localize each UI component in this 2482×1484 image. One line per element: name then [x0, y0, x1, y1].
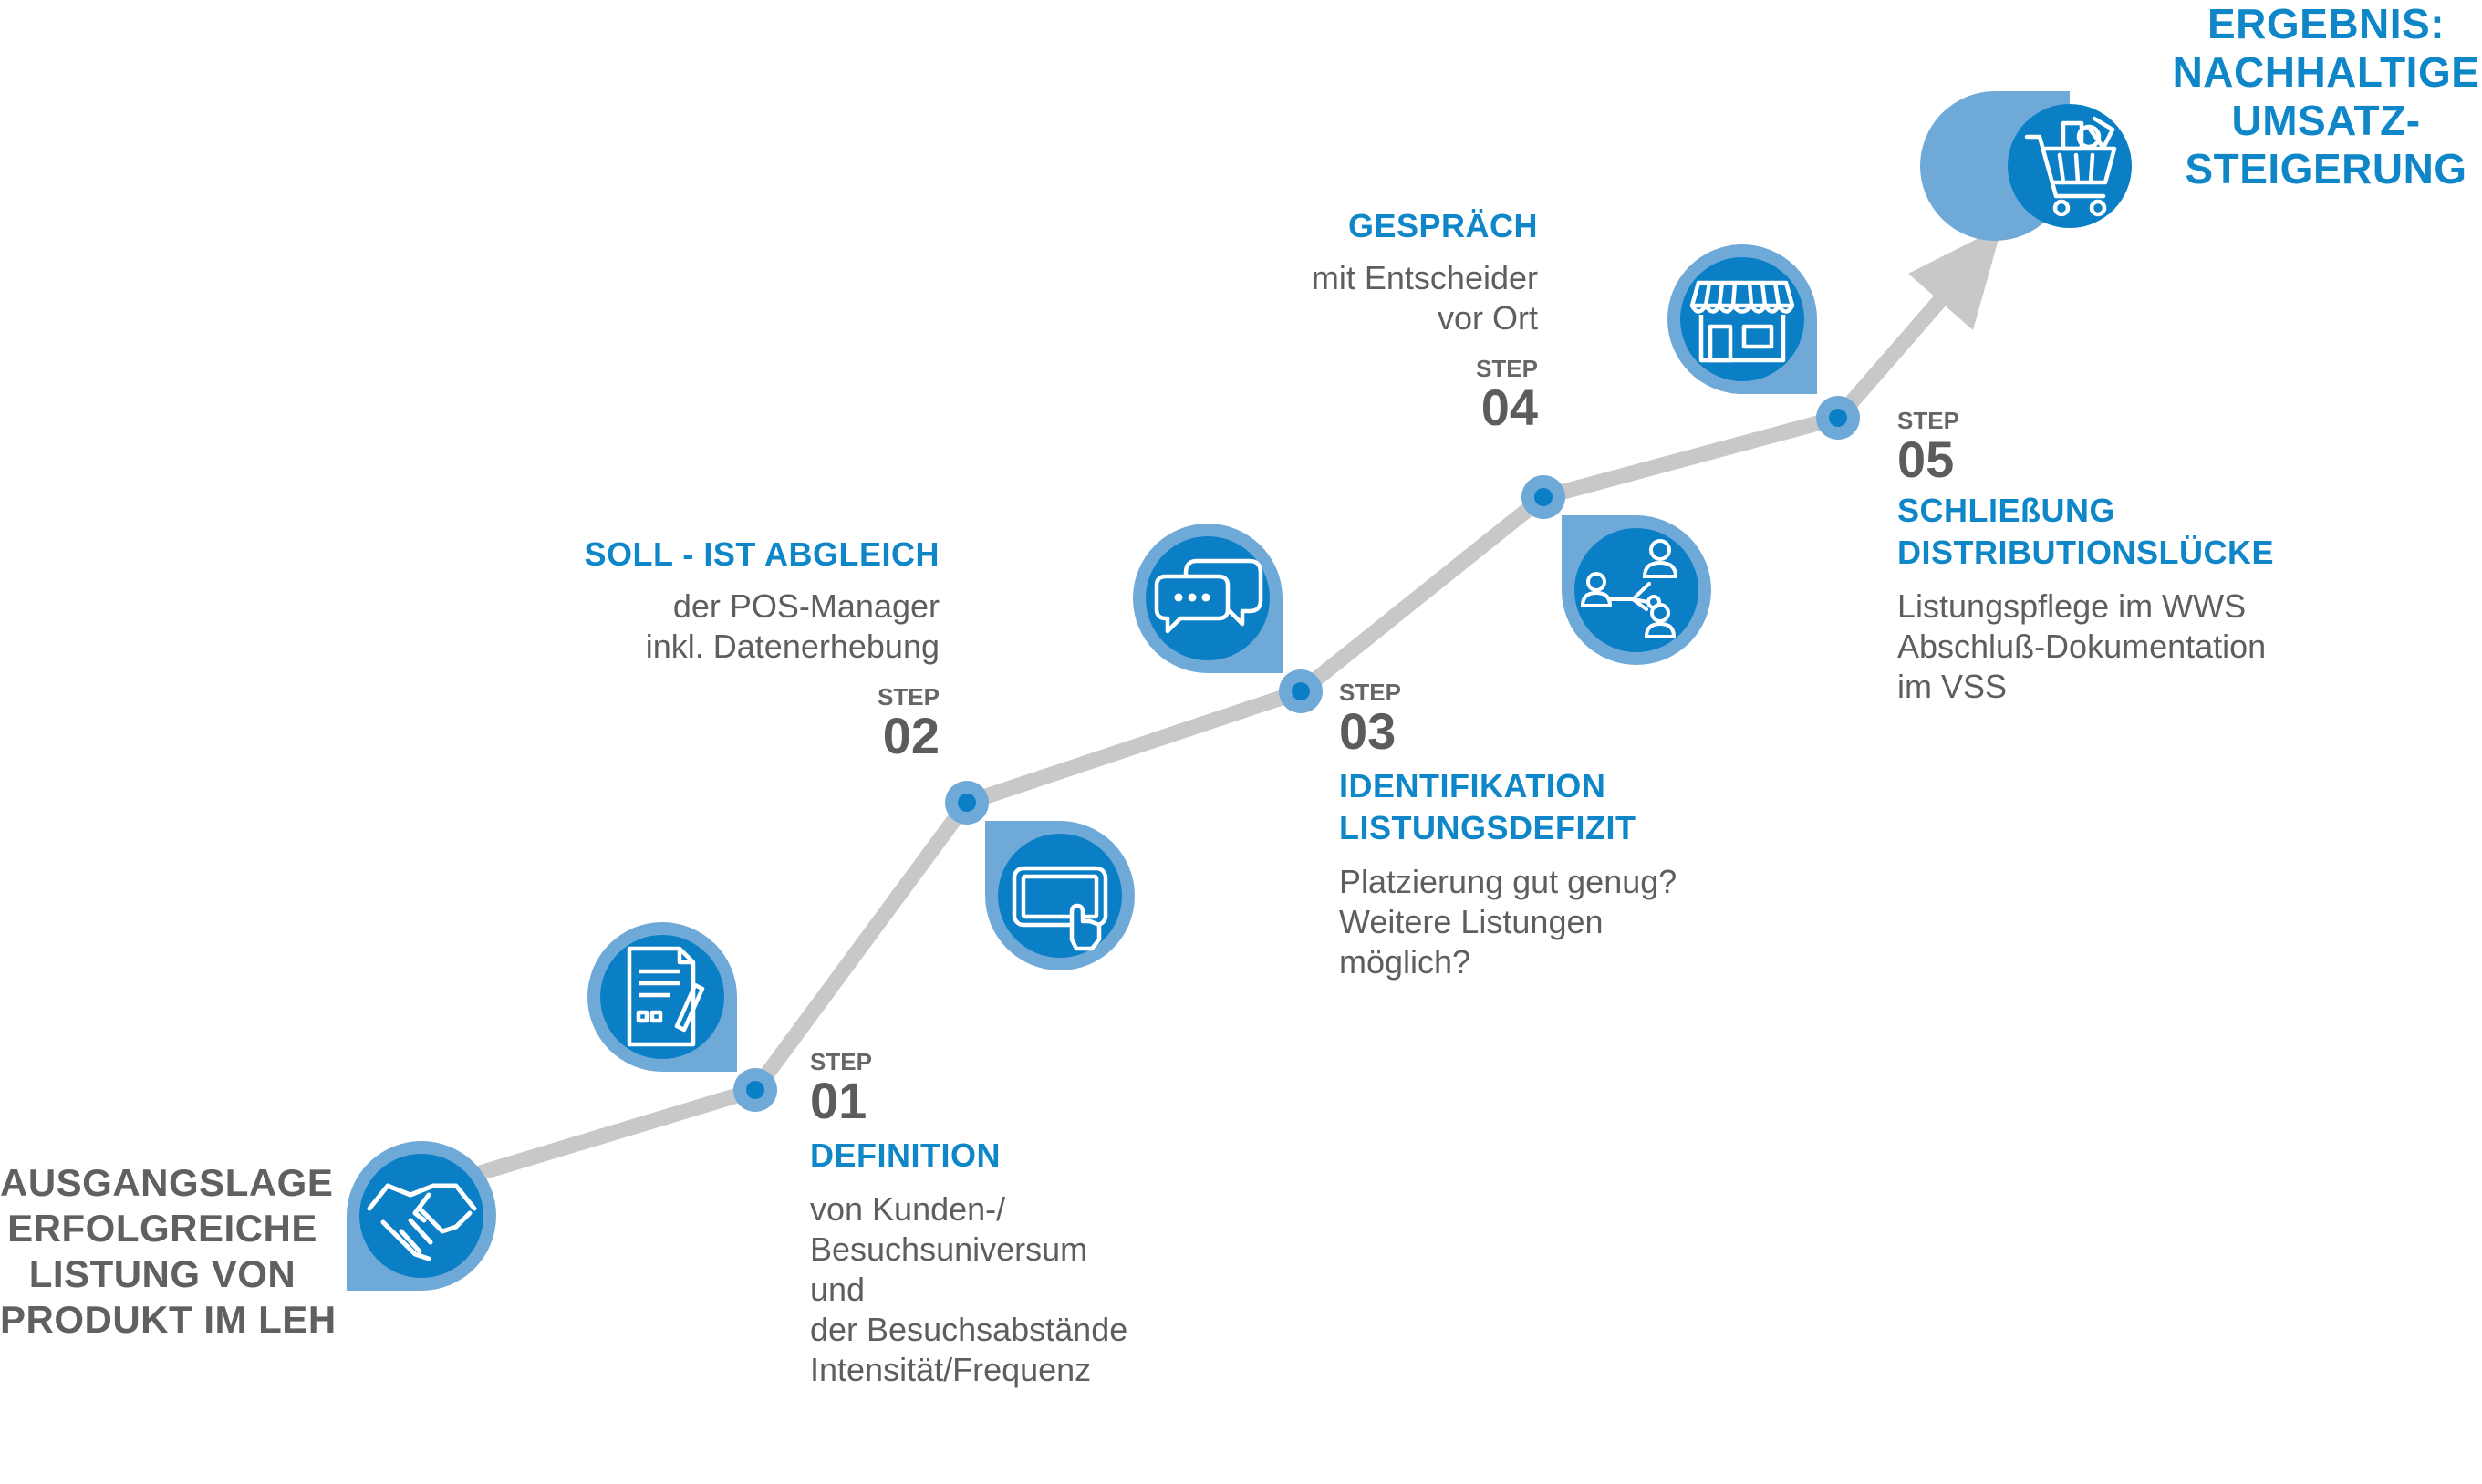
result-title-line: STEIGERUNG: [2185, 145, 2467, 192]
step-05-block: STEP 05 SCHLIEßUNG DISTRIBUTIONSLÜCKE Li…: [1897, 408, 2274, 707]
chat-bubbles-icon: [1133, 524, 1283, 673]
step-description-line: Weitere Listungen: [1339, 903, 1604, 940]
step-label: STEP: [1897, 407, 1959, 434]
step-03-block: STEP 03 IDENTIFIKATION LISTUNGSDEFIZIT P…: [1339, 680, 1677, 982]
step-description-line: Intensität/Frequenz: [810, 1351, 1092, 1388]
step-number: 05: [1897, 431, 1955, 488]
step-description-line: inkl. Datenerhebung: [645, 628, 940, 665]
step-heading: SOLL - IST ABGLEICH: [584, 535, 940, 573]
step-heading: DEFINITION: [810, 1136, 1001, 1174]
step-description-line: vor Ort: [1437, 299, 1538, 337]
step-description-line: Platzierung gut genug?: [1339, 863, 1677, 900]
step-description-line: der Besuchsabstände: [810, 1311, 1128, 1348]
start-title-line: PRODUKT IM LEH: [0, 1298, 337, 1341]
path-node-05: [1816, 396, 1860, 440]
step-description-line: Besuchsuniversum: [810, 1230, 1088, 1268]
step-heading: SCHLIEßUNG: [1897, 492, 2115, 529]
path-node-01: [733, 1068, 777, 1112]
step-label: STEP: [1476, 355, 1538, 382]
tablet-touch-icon: [985, 821, 1135, 970]
step-description-line: im VSS: [1897, 668, 2008, 705]
step-description-line: Abschluß-Dokumentation: [1897, 628, 2267, 665]
step-04-number-block: STEP 04: [1401, 356, 1538, 434]
step-description-line: Listungspflege im WWS: [1897, 587, 2247, 625]
step-label: STEP: [878, 683, 940, 711]
step-description-line: von Kunden-/: [810, 1190, 1006, 1228]
start-title: AUSGANGSLAGE ERFOLGREICHE LISTUNG VON PR…: [0, 1160, 337, 1343]
step-heading: DISTRIBUTIONSLÜCKE: [1897, 534, 2274, 571]
shopping-cart-icon: [1920, 91, 2132, 241]
result-title-line: NACHHALTIGE: [2172, 48, 2480, 96]
result-title: ERGEBNIS: NACHHALTIGE UMSATZ- STEIGERUNG: [2171, 0, 2481, 193]
step-label: STEP: [1339, 679, 1401, 706]
result-title-line: ERGEBNIS:: [2207, 0, 2446, 47]
path-arrowhead: [1908, 226, 2002, 330]
step-description-line: der POS-Manager: [672, 587, 940, 625]
handshake-icon: [347, 1141, 496, 1291]
step-label: STEP: [810, 1048, 872, 1075]
step-number: 03: [1339, 702, 1397, 760]
start-title-line: LISTUNG VON: [28, 1252, 296, 1295]
step-heading: GESPRÄCH: [1347, 207, 1538, 244]
step-01-block: STEP 01 DEFINITION von Kunden-/ Besuchsu…: [810, 1049, 1127, 1390]
path-node-04: [1521, 475, 1565, 519]
step-description-line: möglich?: [1339, 943, 1471, 981]
step-number: 02: [882, 707, 940, 764]
path-node-02: [945, 781, 989, 825]
people-network-icon: [1562, 515, 1711, 665]
start-title-line: AUSGANGSLAGE: [0, 1161, 334, 1204]
start-title-line: ERFOLGREICHE: [7, 1207, 317, 1250]
step-description-line: und: [810, 1271, 866, 1308]
step-04-heading-block: GESPRÄCH mit Entscheider vor Ort: [1186, 205, 1538, 338]
document-pen-icon: [587, 922, 737, 1072]
step-number: 04: [1480, 379, 1538, 436]
step-number: 01: [810, 1072, 867, 1129]
path-node-03: [1279, 669, 1323, 713]
step-heading: IDENTIFIKATION: [1339, 767, 1606, 804]
step-description-line: mit Entscheider: [1311, 259, 1538, 296]
result-title-line: UMSATZ-: [2231, 97, 2421, 144]
storefront-icon: [1667, 244, 1817, 394]
step-02-heading-block: SOLL - IST ABGLEICH der POS-Manager inkl…: [547, 534, 940, 667]
step-heading: LISTUNGSDEFIZIT: [1339, 809, 1636, 846]
step-02-number-block: STEP 02: [803, 684, 940, 763]
